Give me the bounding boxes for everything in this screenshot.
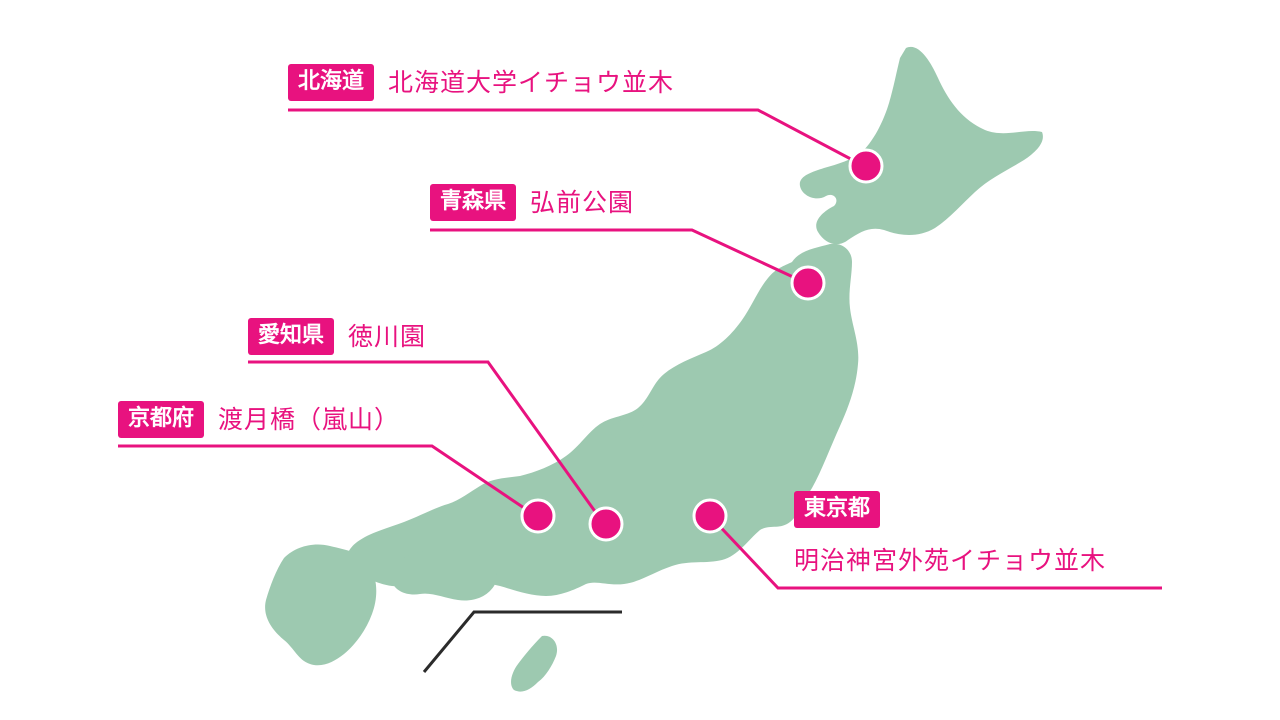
okinawa-island: [511, 635, 558, 692]
tokyo-prefecture-badge: 東京都: [794, 491, 881, 528]
aomori-prefecture-badge: 青森県: [430, 184, 517, 221]
honshu-island: [346, 243, 859, 596]
sado-island: [610, 418, 644, 440]
hokkaido-island: [799, 46, 1043, 245]
hokkaido-place-name: 北海道大学イチョウ並木: [388, 68, 675, 97]
aichi-marker[interactable]: [588, 506, 624, 542]
aomori-place-name: 弘前公園: [530, 188, 635, 217]
tokyo-leader-line: [708, 514, 1162, 590]
hokkaido-leader-line: [288, 108, 865, 168]
aichi-label: 愛知県 徳川園: [248, 318, 426, 355]
hokkaido-label: 北海道 北海道大学イチョウ並木: [288, 64, 674, 101]
aomori-label: 青森県 弘前公園: [430, 184, 634, 221]
kyoto-leader-line: [118, 444, 537, 518]
aomori-marker[interactable]: [790, 265, 826, 301]
aichi-leader-line: [248, 360, 606, 525]
tokyo-marker[interactable]: [692, 498, 728, 534]
kyoto-prefecture-badge: 京都府: [118, 401, 205, 438]
kyoto-marker[interactable]: [520, 498, 556, 534]
shikoku-island: [391, 550, 497, 601]
hokkaido-prefecture-badge: 北海道: [288, 64, 375, 101]
tokyo-place-name: 明治神宮外苑イチョウ並木: [794, 546, 1107, 575]
inset-frame-line: [422, 610, 622, 673]
kyoto-place-name: 渡月橋（嵐山）: [218, 405, 401, 434]
aichi-prefecture-badge: 愛知県: [248, 318, 335, 355]
kyushu-island: [265, 544, 377, 666]
kyoto-label: 京都府 渡月橋（嵐山）: [118, 401, 400, 438]
hokkaido-marker[interactable]: [848, 148, 884, 184]
japan-landmass: [265, 46, 1043, 692]
aomori-leader-line: [430, 228, 807, 285]
aichi-place-name: 徳川園: [348, 322, 427, 351]
